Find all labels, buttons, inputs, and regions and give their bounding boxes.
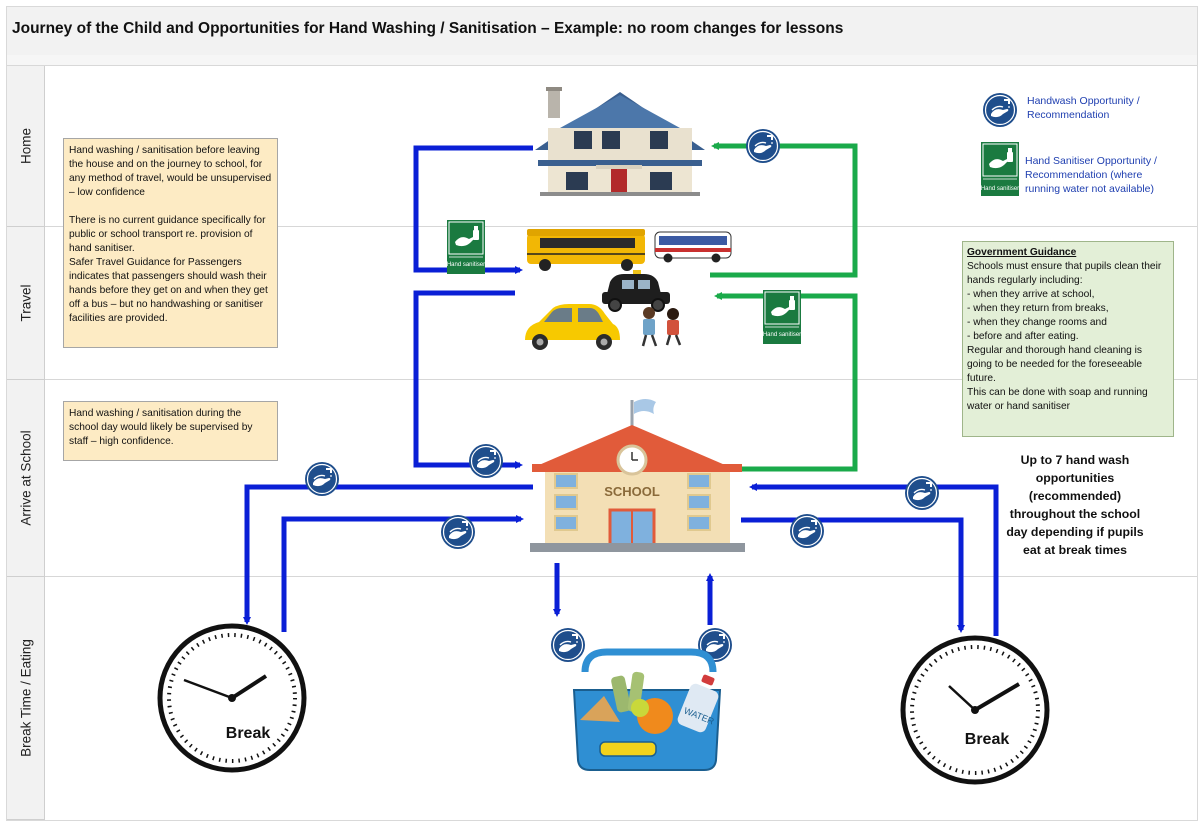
title-divider (7, 55, 1197, 66)
handwash-icon (745, 128, 781, 164)
school-to-right-break-arrow (741, 517, 965, 633)
school-building-illustration: SCHOOL (530, 399, 745, 552)
clock-label: Break (226, 725, 271, 742)
government-guidance-box: Government Guidance Schools must ensure … (962, 241, 1174, 437)
handwash-summary: Up to 7 hand wash opportunities (recomme… (1006, 453, 1144, 557)
government-guidance-item: - when they change rooms and (967, 317, 1107, 328)
school-note: Hand washing / sanitisation during the s… (63, 401, 278, 461)
government-guidance-item: - when they arrive at school, (967, 289, 1095, 300)
travel-note-safer-travel: Safer Travel Guidance for Passengers ind… (69, 257, 268, 324)
travel-note-no-guidance: There is no current guidance specificall… (69, 215, 266, 254)
travel-note-unsupervised: Hand washing / sanitisation before leavi… (69, 145, 272, 198)
lane-divider (45, 576, 1197, 577)
school-to-left-break-arrow (243, 484, 533, 625)
government-guidance-intro: Schools must ensure that pupils clean th… (967, 261, 1162, 286)
travel-note: Hand washing / sanitisation before leavi… (63, 138, 278, 348)
lane-travel: Travel (7, 227, 45, 380)
government-guidance-foreseeable: Regular and thorough hand cleaning is go… (967, 345, 1143, 384)
travel-to-home-arrow (710, 142, 858, 278)
legend-sanitiser-text: Hand Sanitiser Opportunity / Recommendat… (1025, 155, 1157, 195)
lane-divider (45, 379, 1197, 380)
clock-label: Break (965, 731, 1010, 748)
legend-handwash-text: Handwash Opportunity / Recommendation (1027, 95, 1140, 121)
legend-sanitiser-sign-text: Hand sanitiser (981, 186, 1019, 192)
car-illustration (525, 304, 620, 350)
left-break-to-school-arrow (281, 515, 524, 632)
school-bus-illustration (527, 229, 645, 271)
house-illustration (535, 87, 705, 196)
handwash-icon (468, 443, 504, 479)
government-guidance-item: - before and after eating. (967, 331, 1079, 342)
government-guidance-item: - when they return from breaks, (967, 303, 1109, 314)
lane-divider (45, 226, 1197, 227)
sanitiser-sign-text: Hand sanitiser (447, 262, 485, 268)
handwash-icon (904, 475, 940, 511)
handwash-icon (550, 627, 586, 663)
sanitiser-sign-text: Hand sanitiser (763, 332, 801, 338)
lane-arrive-at-school: Arrive at School (7, 380, 45, 577)
handwash-icon (440, 514, 476, 550)
school-note-supervised: Hand washing / sanitisation during the s… (69, 408, 253, 447)
walking-children-illustration (641, 307, 682, 347)
city-bus-illustration (654, 231, 732, 263)
left-break-clock: Break (157, 623, 307, 773)
handwash-icon (982, 92, 1018, 128)
school-sign-text: SCHOOL (604, 484, 660, 499)
government-guidance-heading: Government Guidance (967, 247, 1077, 258)
right-break-to-school-arrow (749, 483, 999, 636)
lane-home: Home (7, 66, 45, 227)
lunchbox-illustration: WATER (572, 648, 722, 771)
travel-to-school-arrow (413, 290, 523, 469)
taxi-illustration (602, 270, 670, 312)
government-guidance-soap: This can be done with soap and running w… (967, 387, 1148, 412)
handwash-icon (304, 461, 340, 497)
lane-break-time: Break Time / Eating (7, 577, 45, 820)
handwash-icon (789, 513, 825, 549)
page-title: Journey of the Child and Opportunities f… (12, 20, 844, 37)
right-break-clock: Break (900, 635, 1050, 785)
legend: Hand sanitiser (980, 92, 1020, 197)
title-bar: Journey of the Child and Opportunities f… (7, 7, 1197, 56)
